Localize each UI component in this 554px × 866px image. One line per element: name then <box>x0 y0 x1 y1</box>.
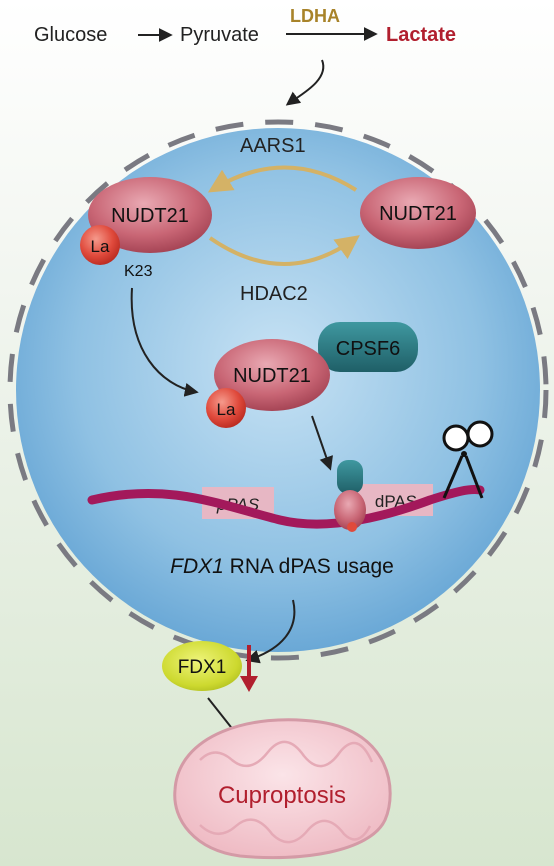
complex-to-rna-arrow <box>311 415 333 471</box>
delactylation-arrow <box>208 235 360 266</box>
bound-cpsf6 <box>337 460 363 494</box>
cpsf6-protein <box>318 322 418 372</box>
la-left-ball <box>80 225 120 265</box>
k23-site-label: K23 <box>124 263 153 280</box>
rna-gene-name: FDX1 <box>170 555 224 578</box>
lactate-entry-arrow <box>285 59 325 106</box>
lactylation-arrow <box>207 165 358 193</box>
bound-la-dot <box>347 522 357 532</box>
nudt21-complex-label: NUDT21 <box>233 365 311 387</box>
nudt21-complex-protein <box>214 339 330 411</box>
nudt21-left-protein <box>88 177 212 253</box>
rna-usage-text: RNA dPAS usage <box>224 555 394 578</box>
glucose-label: Glucose <box>34 24 107 46</box>
mitochondrion-cristae-top <box>199 740 374 768</box>
nuclear-membrane <box>7 119 549 661</box>
pyruvate-label: Pyruvate <box>180 24 259 46</box>
hdac2-label: HDAC2 <box>240 283 308 305</box>
mitochondrion-cristae-bottom <box>199 818 372 844</box>
cpsf6-label: CPSF6 <box>336 338 400 360</box>
la-complex-ball <box>206 388 246 428</box>
mitochondrion-shape <box>173 718 392 860</box>
scissors-icon <box>442 420 494 499</box>
rna-usage-caption: FDX1 RNA dPAS usage <box>170 555 394 578</box>
fdx1-protein <box>162 641 242 691</box>
bound-nudt21 <box>334 490 366 530</box>
cuproptosis-label: Cuproptosis <box>218 782 346 809</box>
fdx1-label: FDX1 <box>178 657 227 678</box>
ldha-label: LDHA <box>290 6 340 26</box>
nudt21-left-label: NUDT21 <box>111 205 189 227</box>
la-complex-label: La <box>217 400 236 419</box>
cell-to-fdx1-arrow <box>245 599 296 664</box>
nudt21-right-label: NUDT21 <box>379 203 457 225</box>
lactate-label: Lactate <box>386 24 456 46</box>
down-arrow-icon <box>240 645 258 692</box>
k23-to-complex-arrow <box>130 287 199 397</box>
la-left-label: La <box>91 237 110 256</box>
nudt21-right-protein <box>360 177 476 249</box>
aars1-label: AARS1 <box>240 135 306 157</box>
